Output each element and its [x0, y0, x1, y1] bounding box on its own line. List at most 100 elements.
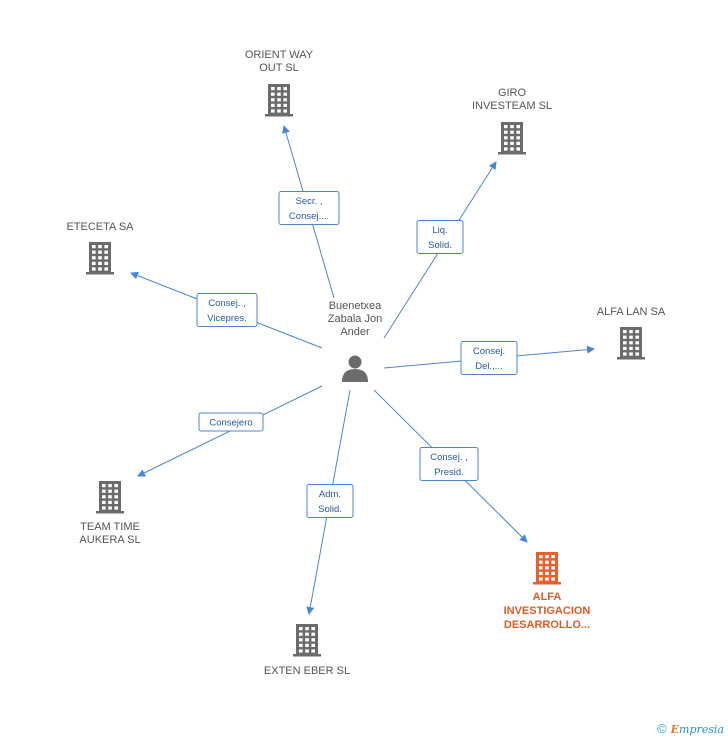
building-window	[545, 577, 549, 581]
building-icon-alfainv[interactable]	[533, 552, 561, 585]
building-window	[305, 627, 309, 631]
building-window	[305, 643, 309, 647]
building-icon-giro[interactable]	[498, 122, 526, 155]
building-window	[108, 489, 112, 493]
building-window	[629, 330, 633, 334]
building-window	[539, 566, 543, 570]
role-badge-eteceta[interactable]: Consej. ,Vicepres.	[196, 293, 258, 327]
footer-brand[interactable]: ©Empresia	[657, 721, 724, 736]
building-window	[635, 346, 639, 350]
building-icon-eteceta[interactable]	[86, 242, 114, 275]
building-window	[504, 125, 508, 129]
building-window	[114, 484, 118, 488]
building-window	[311, 638, 315, 642]
building-window	[104, 267, 108, 271]
role-badge-box	[198, 412, 264, 432]
building-window	[98, 250, 102, 254]
building-window	[98, 256, 102, 260]
building-window	[629, 346, 633, 350]
building-window	[299, 627, 303, 631]
building-window	[504, 141, 508, 145]
building-window	[277, 92, 281, 96]
building-window	[277, 109, 281, 113]
company-name-exten[interactable]: EXTEN EBER SL	[264, 665, 350, 677]
building-window	[629, 352, 633, 356]
building-base	[617, 357, 645, 360]
copyright-icon: ©	[657, 721, 667, 736]
role-badge-box	[306, 484, 354, 518]
building-icon-orient[interactable]	[265, 84, 293, 117]
brand-initial: E	[670, 723, 680, 736]
building-window	[311, 627, 315, 631]
building-window	[98, 261, 102, 265]
company-name-eteceta[interactable]: ETECETA SA	[66, 221, 134, 233]
role-text: Secr. ,	[296, 196, 323, 207]
company-name-line: INVESTIGACION	[504, 605, 591, 617]
building-window	[539, 555, 543, 559]
building-window	[104, 250, 108, 254]
building-window	[545, 566, 549, 570]
building-window	[516, 141, 520, 145]
building-window	[114, 500, 118, 504]
company-name-line: DESARROLLO...	[504, 619, 590, 631]
building-window	[108, 484, 112, 488]
role-badge-alfalan[interactable]: Consej.Del.,...	[460, 341, 518, 375]
building-window	[277, 87, 281, 91]
building-window	[551, 566, 555, 570]
building-window	[516, 147, 520, 151]
role-text: Presid.	[434, 467, 464, 478]
role-badge-box	[419, 447, 479, 481]
company-name-alfalan[interactable]: ALFA LAN SA	[597, 306, 666, 318]
building-base	[533, 582, 561, 585]
company-name-line: ETECETA SA	[66, 221, 134, 233]
building-icon-teamtime[interactable]	[96, 481, 124, 514]
company-name-line: ALFA LAN SA	[597, 306, 666, 318]
building-window	[299, 643, 303, 647]
company-name-line: OUT SL	[259, 62, 299, 74]
building-window	[311, 643, 315, 647]
role-badge-teamtime[interactable]: Consejero	[198, 412, 264, 432]
building-window	[510, 141, 514, 145]
building-icon-exten[interactable]	[293, 624, 321, 657]
building-window	[551, 560, 555, 564]
building-window	[299, 649, 303, 653]
role-text: Vicepres.	[207, 313, 246, 324]
role-badge-exten[interactable]: Adm.Solid.	[306, 484, 354, 518]
building-window	[623, 335, 627, 339]
role-badge-alfainv[interactable]: Consej. ,Presid.	[419, 447, 479, 481]
building-window	[283, 103, 287, 107]
building-window	[311, 632, 315, 636]
building-window	[98, 245, 102, 249]
role-text: Solid.	[318, 504, 342, 515]
company-name-line: INVESTEAM SL	[472, 100, 552, 112]
role-badge-orient[interactable]: Secr. ,Consej....	[278, 191, 340, 225]
building-window	[102, 484, 106, 488]
role-badge-box	[416, 220, 464, 254]
company-name-alfainv[interactable]: ALFAINVESTIGACIONDESARROLLO...	[504, 591, 591, 631]
building-window	[539, 571, 543, 575]
company-name-line: TEAM TIME	[80, 521, 140, 533]
building-window	[551, 555, 555, 559]
building-base	[293, 654, 321, 657]
building-window	[539, 560, 543, 564]
building-window	[114, 495, 118, 499]
building-window	[271, 87, 275, 91]
building-window	[98, 267, 102, 271]
building-window	[108, 506, 112, 510]
building-window	[305, 649, 309, 653]
building-window	[92, 245, 96, 249]
building-window	[623, 341, 627, 345]
building-window	[551, 577, 555, 581]
building-window	[114, 489, 118, 493]
person-name-line: Zabala Jon	[328, 313, 382, 325]
building-window	[305, 638, 309, 642]
building-window	[108, 495, 112, 499]
role-badge-giro[interactable]: Liq.Solid.	[416, 220, 464, 254]
building-window	[283, 87, 287, 91]
building-icon-alfalan[interactable]	[617, 327, 645, 360]
